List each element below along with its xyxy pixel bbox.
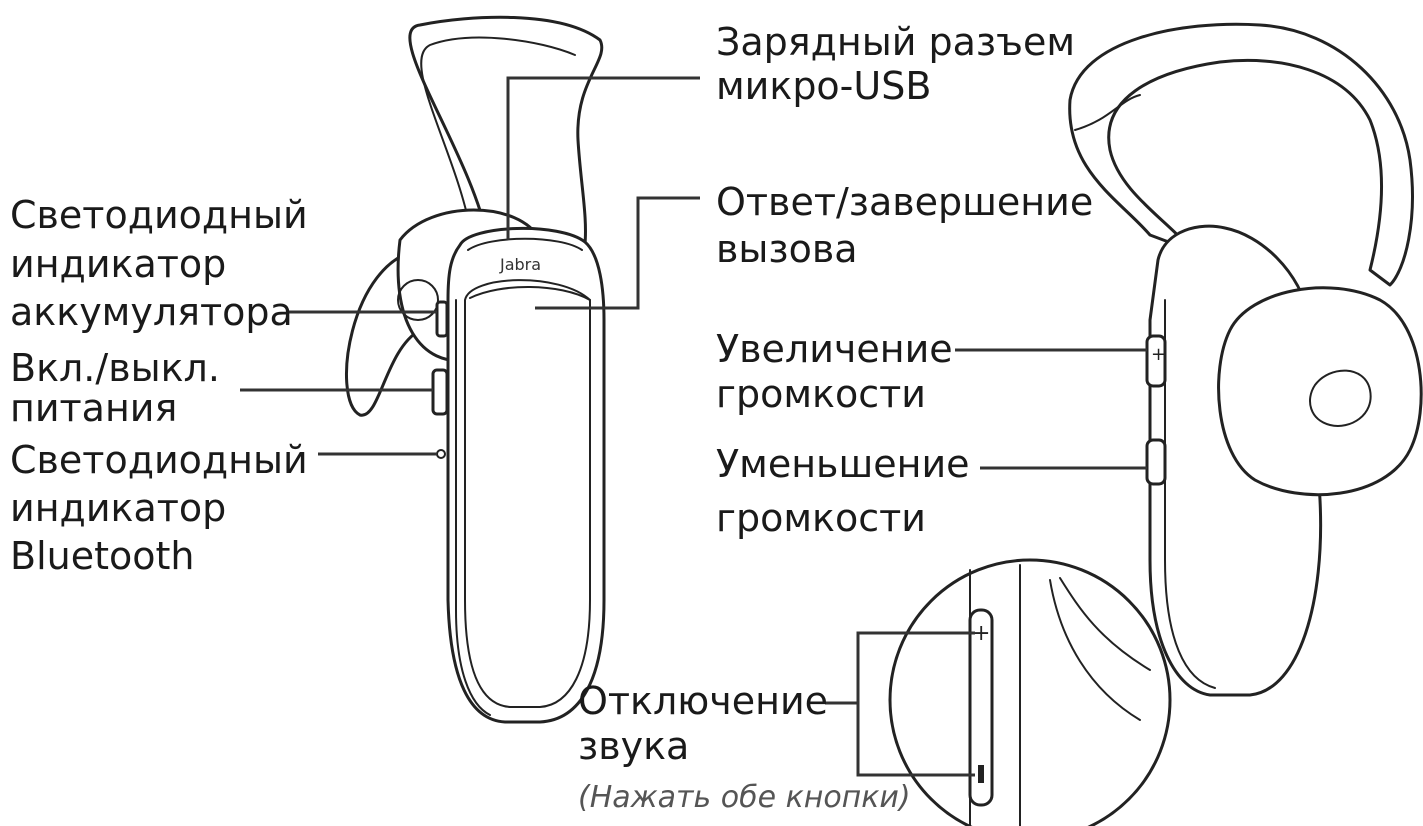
side-edge bbox=[455, 299, 491, 716]
volume-down-button bbox=[1145, 438, 1167, 486]
headset-body bbox=[446, 226, 606, 724]
brand-logo: Jabra bbox=[499, 255, 541, 274]
voldown-label-line2: громкости bbox=[716, 496, 926, 540]
brand-plate bbox=[469, 286, 591, 301]
zoom-minus-glyph bbox=[978, 765, 984, 783]
volup-label-line2: громкости bbox=[716, 372, 926, 416]
bt-label-line1: Светодиодный bbox=[10, 438, 308, 482]
volume-up-button bbox=[1145, 334, 1167, 388]
volume-plus-glyph: + bbox=[1151, 344, 1166, 365]
call-leader bbox=[535, 196, 700, 310]
zoom-volume-button bbox=[968, 608, 994, 807]
battery-label-line1: Светодиодный bbox=[10, 193, 308, 237]
ear-hook-back bbox=[1068, 22, 1414, 287]
zoom-plus-glyph: + bbox=[972, 621, 990, 646]
voldown-label-line1: Уменьшение bbox=[716, 442, 970, 486]
ear-gel-back bbox=[1217, 286, 1423, 497]
ear-hook-back-inner bbox=[1074, 94, 1141, 131]
top-cap bbox=[467, 237, 583, 251]
mute-hint: (Нажать обе кнопки) bbox=[578, 780, 911, 815]
usb-leader bbox=[506, 76, 700, 240]
mute-label-line1: Отключение bbox=[578, 679, 829, 723]
call-label-line1: Ответ/завершение bbox=[716, 180, 1094, 224]
ear-gel-tip-back bbox=[1309, 369, 1372, 427]
headset-front bbox=[345, 15, 606, 724]
call-label-line2: вызова bbox=[716, 227, 858, 271]
battery-label-line3: аккумулятора bbox=[10, 290, 293, 334]
body-face bbox=[464, 279, 591, 708]
headset-back: + bbox=[1068, 22, 1423, 697]
zoom-inset: + bbox=[888, 558, 1172, 826]
bt-label-line3: Bluetooth bbox=[10, 534, 195, 578]
ear-hook-inner bbox=[420, 36, 576, 229]
power-switch bbox=[431, 368, 449, 416]
leader-lines bbox=[240, 76, 1147, 777]
bt-label-line2: индикатор bbox=[10, 486, 227, 530]
zoom-circle bbox=[888, 558, 1172, 826]
bluetooth-led bbox=[436, 449, 446, 459]
zoom-gel-curve bbox=[1049, 579, 1141, 721]
usb-label-line2: микро-USB bbox=[716, 64, 932, 108]
power-label-line1: Вкл./выкл. bbox=[10, 346, 220, 390]
battery-label-line2: индикатор bbox=[10, 242, 227, 286]
ear-gel-tip bbox=[397, 279, 439, 321]
zoom-gel-curve2 bbox=[1059, 577, 1151, 671]
usb-label-line1: Зарядный разъем bbox=[716, 20, 1076, 64]
battery-led bbox=[435, 300, 449, 338]
power-label-line2: питания bbox=[10, 386, 178, 430]
body-back-edge bbox=[1164, 299, 1216, 689]
mute-label-line2: звука bbox=[578, 724, 690, 768]
volup-label-line1: Увеличение bbox=[716, 327, 953, 371]
